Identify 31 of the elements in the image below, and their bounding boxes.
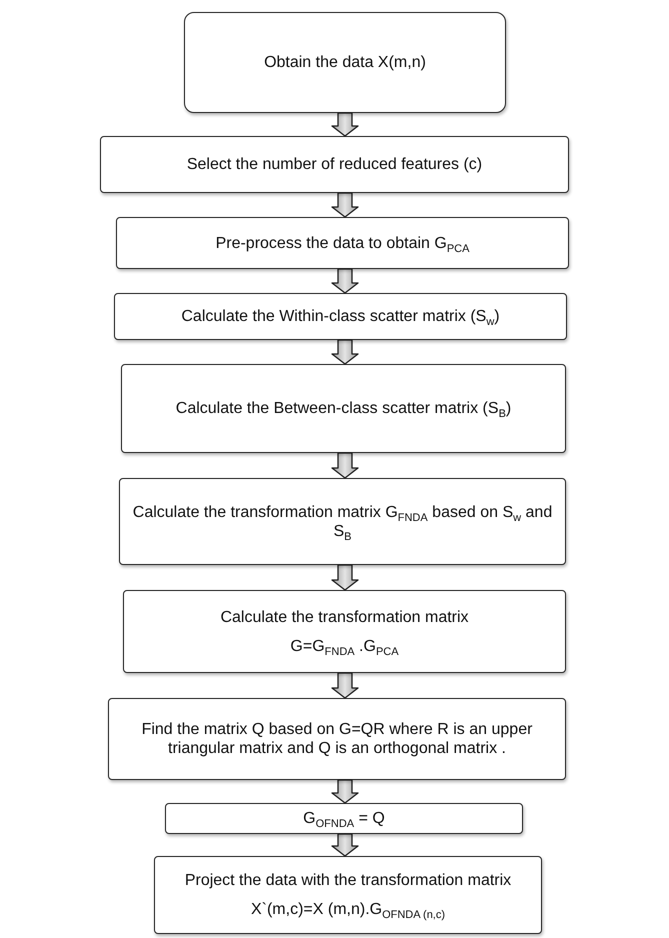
process-box	[184, 12, 506, 113]
step-text: Calculate the Within-class scatter matrix (S$_{w}$)	[181, 307, 500, 326]
block-arrow	[331, 779, 359, 804]
step-text: Calculate the transformation matrix G$_{FNDA}$ based on S$_{w}$ and S$_{B}$	[132, 502, 554, 540]
block-arrow	[331, 833, 359, 857]
process-box	[108, 698, 566, 780]
process-box	[119, 478, 566, 565]
step-text: Select the number of reduced features (c)	[186, 155, 482, 174]
process-box	[100, 136, 569, 193]
step-text: Obtain the data X(m,n)	[264, 53, 426, 72]
step-text: Calculate the Between-class scatter matrix (S$_{B}$)	[176, 399, 512, 418]
process-box	[123, 590, 566, 673]
block-arrow	[331, 452, 359, 479]
step-text: Pre-process the data to obtain G$_{PCA}$	[216, 234, 470, 252]
block-arrow	[331, 339, 359, 365]
block-arrow	[331, 564, 359, 591]
block-arrow	[331, 192, 359, 218]
step-text: G=G$_{FNDA}$ .G$_{PCA}$	[290, 636, 399, 656]
process-box	[121, 364, 566, 453]
process-box	[154, 856, 542, 934]
step-text: G$_{OFNDA}$ = Q	[303, 809, 385, 828]
block-arrow	[331, 268, 359, 294]
step-text: X`(m,c)=X (m,n).G$_{OFNDA (n,c)}$	[250, 900, 446, 919]
block-arrow	[331, 672, 359, 699]
process-box	[116, 217, 569, 269]
step-text: Find the matrix Q based on G=QR where R is an upper triangular matrix and Q is an orthogonal matrix .	[140, 720, 534, 758]
step-text: Calculate the transformation matrix	[220, 608, 469, 626]
process-box	[114, 293, 567, 340]
step-text: Project the data with the transformation matrix	[184, 871, 512, 890]
block-arrow	[331, 112, 359, 137]
process-box	[165, 803, 523, 834]
